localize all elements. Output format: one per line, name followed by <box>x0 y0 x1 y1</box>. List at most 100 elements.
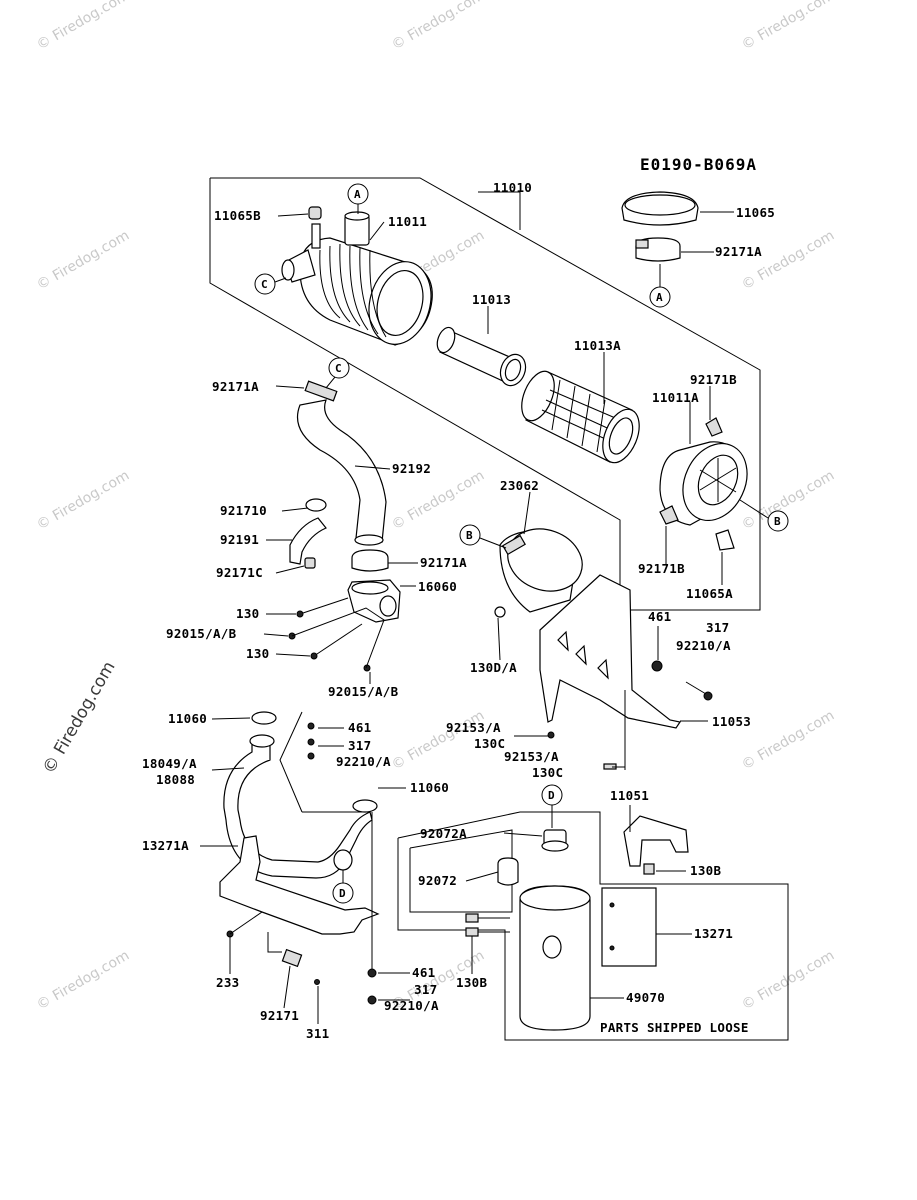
heat-shield <box>499 528 583 613</box>
watermark: © Firedog.com <box>389 0 487 53</box>
watermark: © Firedog.com <box>389 708 487 774</box>
watermark: © Firedog.com <box>389 468 487 534</box>
label-317-r: 317 <box>706 620 729 635</box>
label-130b-r: 130B <box>690 863 721 878</box>
svg-text:D: D <box>548 789 555 802</box>
label-130b-b: 130B <box>456 975 487 990</box>
part-labels: 11010 11065B 11011 11065 92171A 11013 11… <box>142 180 775 1041</box>
label-11011: 11011 <box>388 214 427 229</box>
label-92171c: 92171C <box>216 565 263 580</box>
label-130c-a: 130C <box>474 736 505 751</box>
nuts-left <box>307 722 315 760</box>
mounting-bracket-11053 <box>494 574 713 770</box>
label-92072: 92072 <box>418 873 457 888</box>
label-130d: 130D/A <box>470 660 517 675</box>
svg-text:C: C <box>261 278 268 291</box>
label-461-b: 461 <box>412 965 435 980</box>
label-16060: 16060 <box>418 579 457 594</box>
label-11060-b: 11060 <box>410 780 449 795</box>
callout-b-shield: B <box>459 524 507 549</box>
label-130-b: 130 <box>246 646 269 661</box>
label-11013a: 11013A <box>574 338 621 353</box>
label-311: 311 <box>306 1026 329 1041</box>
label-92015-b: 92015/A/B <box>328 684 399 699</box>
shipped-loose-label: PARTS SHIPPED LOOSE <box>600 1020 749 1035</box>
label-233: 233 <box>216 975 239 990</box>
label-92171b-bot: 92171B <box>638 561 685 576</box>
rain-cap <box>621 191 699 262</box>
watermark: © Firedog.com <box>34 948 132 1014</box>
watermark: © Firedog.com <box>34 468 132 534</box>
label-11060-a: 11060 <box>168 711 207 726</box>
label-92015-a: 92015/A/B <box>166 626 237 641</box>
watermark: © Firedog.com <box>34 0 132 53</box>
watermark: © Firedog.com <box>34 228 132 294</box>
watermark: © Firedog.com <box>739 708 837 774</box>
label-92153-b: 92153/A <box>504 749 559 764</box>
callout-a-right: A <box>649 264 671 308</box>
svg-text:B: B <box>466 529 473 542</box>
label-92072a: 92072A <box>420 826 467 841</box>
label-92210-l: 92210/A <box>336 754 391 769</box>
label-130c-b: 130C <box>532 765 563 780</box>
label-11065b: 11065B <box>214 208 261 223</box>
label-921710: 921710 <box>220 503 267 518</box>
muffler <box>465 829 591 1031</box>
label-92192: 92192 <box>392 461 431 476</box>
callout-circles: A C A C B B D <box>254 183 789 904</box>
watermark-large: © Firedog.com <box>39 658 120 777</box>
assembly-outline-11010 <box>209 177 761 611</box>
label-11053: 11053 <box>712 714 751 729</box>
breather-hose <box>289 498 327 569</box>
label-11065: 11065 <box>736 205 775 220</box>
label-92171a-c: 92171A <box>212 379 259 394</box>
label-92210-b: 92210/A <box>384 998 439 1013</box>
bracket-11051 <box>623 815 689 875</box>
label-92153-a: 92153/A <box>446 720 501 735</box>
exhaust-bracket <box>219 835 380 985</box>
callout-d-pipe: D <box>332 870 354 904</box>
label-317-l: 317 <box>348 738 371 753</box>
outer-element <box>521 370 640 464</box>
label-11065a: 11065A <box>686 586 733 601</box>
label-13271a: 13271A <box>142 838 189 853</box>
callout-a-top: A <box>347 183 369 214</box>
label-92210-r: 92210/A <box>676 638 731 653</box>
air-cleaner-cover <box>659 417 748 551</box>
nuts-bottom <box>367 812 377 1005</box>
label-317-b: 317 <box>414 982 437 997</box>
label-92171a-top: 92171A <box>715 244 762 259</box>
label-23062: 23062 <box>500 478 539 493</box>
svg-text:A: A <box>354 188 361 201</box>
label-49070: 49070 <box>626 990 665 1005</box>
label-11010: 11010 <box>493 180 532 195</box>
bolts-130 <box>288 597 385 672</box>
svg-text:B: B <box>774 515 781 528</box>
label-11013: 11013 <box>472 292 511 307</box>
svg-text:C: C <box>335 362 342 375</box>
watermark: © Firedog.com <box>739 228 837 294</box>
svg-text:D: D <box>339 887 346 900</box>
inner-element <box>436 326 527 387</box>
label-18049: 18049/A <box>142 756 197 771</box>
label-92171b-top: 92171B <box>690 372 737 387</box>
label-461-l: 461 <box>348 720 371 735</box>
label-18088: 18088 <box>156 772 195 787</box>
intake-hose <box>296 380 387 546</box>
label-11051: 11051 <box>610 788 649 803</box>
watermark: © Firedog.com <box>739 0 837 53</box>
label-461-r: 461 <box>648 609 671 624</box>
label-130-a: 130 <box>236 606 259 621</box>
callout-b-cover: B <box>739 499 789 532</box>
callout-c-left: C <box>254 273 287 295</box>
svg-text:A: A <box>656 291 663 304</box>
callout-c-hose: C <box>325 357 350 389</box>
label-13271: 13271 <box>694 926 733 941</box>
label-92191: 92191 <box>220 532 259 547</box>
label-92171a-mid: 92171A <box>420 555 467 570</box>
diagram-code: E0190-B069A <box>640 155 757 174</box>
shipped-loose-box <box>397 811 789 1041</box>
label-11011a: 11011A <box>652 390 699 405</box>
label-92171: 92171 <box>260 1008 299 1023</box>
